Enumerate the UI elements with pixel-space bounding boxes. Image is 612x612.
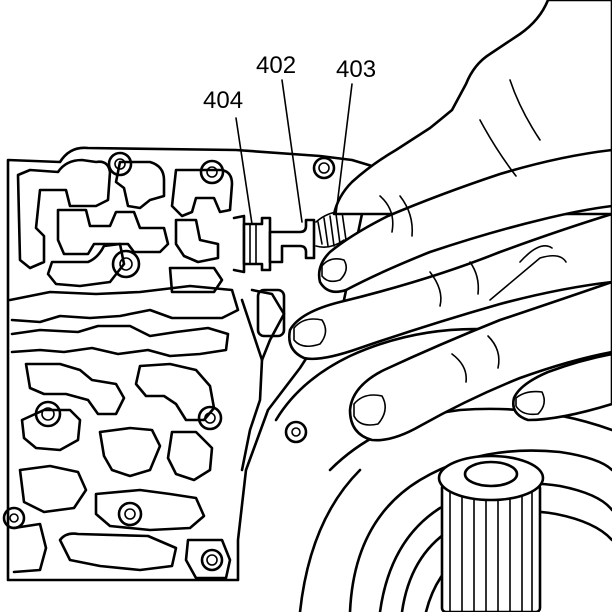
leader-line-403 — [335, 83, 353, 215]
valve-body-plate — [2, 146, 374, 582]
leader-lines — [235, 79, 353, 225]
callout-403: 403 — [336, 56, 376, 83]
leader-line-402 — [281, 79, 303, 223]
valve-assembly — [232, 210, 347, 274]
callout-402: 402 — [256, 52, 296, 79]
transmission-case — [274, 327, 612, 612]
hand — [288, 0, 612, 442]
callout-labels: 404 402 403 — [203, 52, 376, 114]
callout-404: 404 — [203, 87, 243, 114]
leader-line-404 — [235, 117, 253, 225]
